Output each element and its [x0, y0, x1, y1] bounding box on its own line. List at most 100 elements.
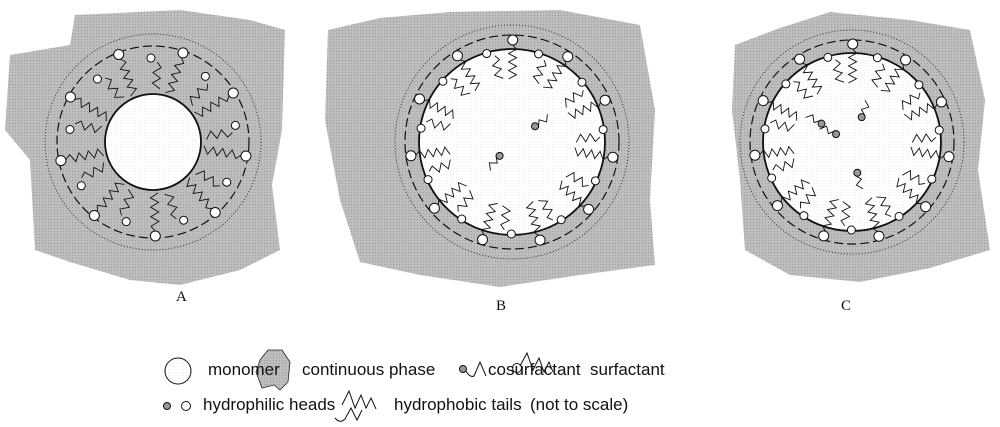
- legend-surfactant: surfactant: [590, 360, 665, 379]
- surfactant-tail: [149, 192, 160, 232]
- legend-continuous-phase: continuous phase: [302, 360, 436, 379]
- surfactant-head: [749, 149, 761, 161]
- surfactant-head: [920, 201, 932, 213]
- surfactant-tail: [480, 203, 498, 236]
- cosurfactant-head: [534, 49, 544, 59]
- interface-dashed-circle: [404, 34, 620, 250]
- surfactant-head: [607, 151, 619, 163]
- cosurfactant-head: [482, 49, 492, 59]
- surfactant-head: [900, 54, 912, 66]
- surfactant-tail: [96, 182, 125, 212]
- legend-not-to-scale: (not to scale): [530, 395, 629, 414]
- surfactant-head: [88, 209, 100, 221]
- cosurfactant-tail: [450, 78, 471, 96]
- surfactant-tail: [880, 64, 905, 92]
- interface-dashed-circle: [749, 39, 955, 245]
- cosurfactant-head: [590, 176, 600, 186]
- cosurfactant-tail: [902, 169, 926, 186]
- monomer-droplet: [762, 52, 942, 232]
- surfactant-head: [583, 203, 595, 215]
- cosurfactant-tail: [564, 90, 584, 108]
- cosurfactant-tail: [491, 55, 504, 79]
- cosurfactant-head: [760, 124, 770, 134]
- cosurfactant-tail: [799, 187, 817, 209]
- cosurfactant-tail: [876, 196, 892, 217]
- surfactant-tail-icon: [519, 351, 554, 374]
- surfactant-head: [507, 34, 519, 46]
- surfactant-tail: [559, 180, 585, 207]
- surfactant-head: [451, 50, 463, 62]
- cosurfactant-tail: [151, 61, 162, 90]
- cosurfactant-head-legend-icon: [163, 402, 171, 410]
- cosurfactant-head: [200, 71, 210, 81]
- surfactant-tail: [759, 145, 795, 159]
- cosurfactant-tail: [457, 190, 474, 212]
- cosurfactant-head: [577, 77, 587, 87]
- cosurfactant-head: [598, 125, 608, 135]
- surfactant-tail: [415, 146, 451, 159]
- surfactant-tail: [194, 95, 230, 118]
- surfactant-tail: [910, 146, 945, 160]
- surfactant-head: [414, 93, 426, 105]
- surfactant-tail: [186, 177, 212, 210]
- cosurfactant-tail: [500, 205, 511, 230]
- hydrophobic-tail-icon: [341, 389, 377, 410]
- cosurfactant-tail: [189, 83, 209, 106]
- surfactant-tail: [507, 44, 518, 80]
- cosurfactant-tail: [538, 200, 554, 221]
- surfactant-head: [428, 202, 440, 214]
- surfactant-tail: [459, 59, 481, 92]
- cosurfactant-tail: [575, 132, 601, 143]
- cosurfactant-head: [416, 123, 426, 133]
- surfactant-head: [794, 53, 806, 65]
- cosurfactant-head: [823, 52, 833, 62]
- surfactant-head: [405, 150, 417, 162]
- surfactant-tail: [864, 197, 881, 232]
- cosurfactant-tail: [871, 63, 886, 88]
- surfactant-head: [935, 96, 947, 108]
- surfactant-head: [113, 48, 125, 60]
- continuous-phase-icon: [255, 349, 291, 391]
- cosurfactant-tail: [426, 118, 451, 132]
- cosurfactant-head: [179, 215, 189, 225]
- cosurfactant-head: [146, 53, 156, 63]
- cosurfactant-head: [495, 151, 504, 160]
- legend-hydrophilic-heads: hydrophilic heads: [203, 395, 336, 414]
- cosurfactant-head: [457, 214, 467, 224]
- surfactant-tail: [423, 98, 454, 120]
- cosurfactant-head: [121, 217, 131, 227]
- cosurfactant-head: [65, 124, 75, 134]
- cosurfactant-tail: [195, 170, 221, 187]
- surfactant-head: [240, 150, 252, 162]
- surfactant-head: [873, 230, 885, 242]
- surfactant-tail: [165, 57, 185, 93]
- cosurfactant-head: [423, 175, 433, 185]
- surfactant-tail: [802, 62, 823, 95]
- cosurfactant-head: [531, 122, 540, 131]
- surfactant-tail: [567, 101, 601, 120]
- surfactant-head: [149, 230, 161, 242]
- cosurfactant-head: [230, 120, 240, 130]
- surfactant-tail: [543, 60, 567, 89]
- panel-label-b: B: [496, 298, 507, 314]
- cosurfactant-tail: [428, 159, 451, 173]
- legend-monomer: monomer: [208, 360, 280, 379]
- surfactant-head: [64, 91, 76, 103]
- surfactant-tail: [74, 97, 107, 122]
- surfactant-head: [209, 207, 221, 219]
- surfactant-tail: [780, 179, 810, 203]
- surfactant-head-legend-icon: [181, 401, 191, 411]
- surfactant-head: [477, 234, 489, 246]
- cosurfactant-tail: [74, 120, 103, 134]
- cosurfactant-head: [832, 130, 841, 139]
- surfactant-tail: [65, 148, 105, 163]
- cosurfactant-head: [506, 229, 516, 239]
- cosurfactant-tail: [793, 81, 814, 99]
- cosurfactant-head: [781, 79, 791, 89]
- cosurfactant-head: [92, 74, 102, 84]
- cosurfactant-tail: [840, 201, 852, 226]
- cosurfactant-head: [222, 177, 232, 187]
- cosurfactant-head: [857, 113, 866, 122]
- interface-outer-dotted-circle: [44, 33, 262, 251]
- surfactant-head: [818, 230, 830, 242]
